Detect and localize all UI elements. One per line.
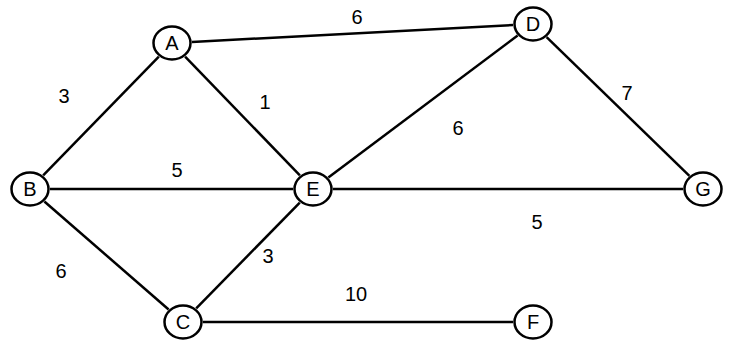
vertex-circle: E	[293, 171, 333, 207]
weighted-edge	[192, 25, 513, 42]
circle-shape	[685, 173, 722, 206]
weighted-edge	[44, 202, 168, 310]
weighted-edge	[328, 36, 517, 178]
vertex-name: C	[176, 311, 190, 333]
vertex-name: D	[526, 13, 540, 35]
weighted-edge	[50, 188, 293, 191]
vertex-name: G	[695, 178, 711, 200]
vertex-name: E	[306, 178, 319, 200]
vertex-circle: A	[152, 25, 192, 61]
edge-weight: 6	[351, 7, 362, 27]
weighted-edge	[333, 188, 683, 191]
edge-weight: 3	[262, 246, 273, 266]
weighted-edge	[547, 37, 690, 176]
edge-weight: 6	[55, 261, 66, 281]
weighted-edge	[185, 57, 300, 176]
edge-weight: 3	[58, 86, 69, 106]
edge-weight: 6	[452, 118, 463, 138]
vertex-circle: D	[513, 6, 553, 42]
edge-weight: 5	[171, 160, 182, 180]
weighted-edge	[43, 57, 159, 176]
edge-weight: 7	[621, 83, 632, 103]
circle-shape	[295, 173, 332, 206]
vertex-name: F	[527, 311, 539, 333]
circle-shape	[515, 8, 552, 41]
vertex-name: B	[23, 178, 36, 200]
weighted-edge	[196, 203, 300, 309]
vertex-circle: C	[163, 304, 203, 340]
vertex-circle: B	[10, 171, 50, 207]
edge-weight: 10	[345, 284, 367, 304]
circle-shape	[515, 306, 552, 339]
vertex-circle: G	[683, 171, 723, 207]
edge-weight: 5	[531, 212, 542, 232]
weighted-edge	[203, 321, 513, 324]
edge-weight: 1	[259, 92, 270, 112]
circle-shape	[154, 27, 191, 60]
circle-shape	[165, 306, 202, 339]
vertex-circle: F	[513, 304, 553, 340]
circle-shape	[12, 173, 49, 206]
vertex-name: A	[165, 32, 178, 54]
